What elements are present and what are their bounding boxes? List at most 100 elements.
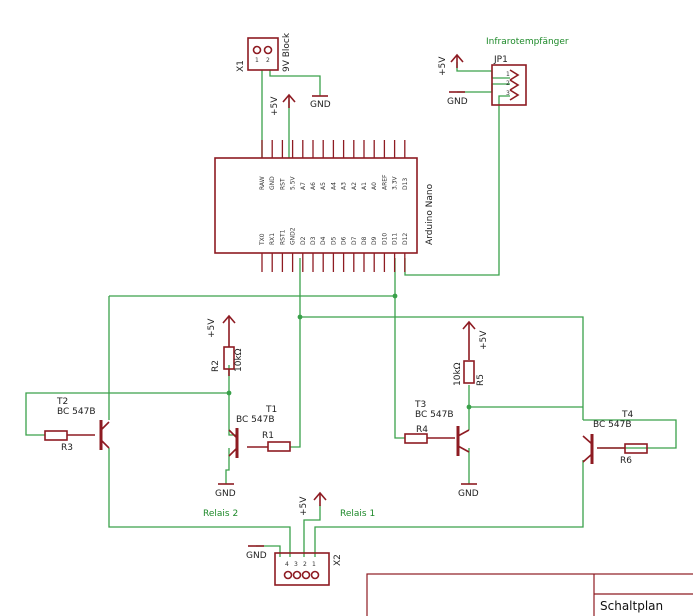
supply-5v-symbol: +5V	[299, 491, 327, 516]
t3-name: T3	[414, 400, 426, 410]
arduino-bottom-pin-label: D2	[300, 236, 307, 245]
arduino-bottom-pin-label: D9	[371, 236, 378, 245]
gnd-symbol: GND	[310, 95, 331, 110]
pin-icon	[252, 45, 262, 55]
x2-pin-4: 4	[285, 561, 289, 568]
jp1-pin-1: 1	[506, 71, 510, 78]
arduino-top-pin-label: 5.5V	[290, 175, 297, 190]
arduino-body	[214, 157, 418, 254]
supply-5v-symbol: +5V	[462, 320, 489, 360]
arduino-bottom-pin-label: D3	[310, 236, 317, 245]
arduino-top-pin-label: D13	[402, 178, 409, 190]
pin-icon	[509, 69, 520, 81]
arduino-top-pin-label: A1	[361, 182, 368, 190]
arduino-bottom-pin-label: D5	[330, 236, 337, 245]
gnd-symbol: GND	[458, 483, 479, 499]
x1-name: X1	[236, 60, 246, 72]
arduino-top-pin-label: GND	[269, 176, 276, 190]
arduino-bottom-pin-label: TX0	[259, 233, 266, 246]
5v-label: +5V	[479, 330, 489, 350]
gnd-label: GND	[246, 551, 267, 561]
pin-icon	[292, 570, 302, 580]
resistor-r3: R3	[44, 430, 95, 453]
x2-name: X2	[333, 554, 343, 566]
arduino-bottom-pin-label: D12	[402, 233, 409, 245]
connector-x1: 1 2 X1 9V Block	[236, 32, 292, 72]
arduino-top-pin-label: A4	[330, 182, 337, 190]
jp1-pin-2: 2	[506, 80, 510, 87]
x2-pin-1: 1	[312, 561, 316, 568]
supply-5v-symbol: +5V	[438, 53, 464, 76]
pin-icon	[301, 570, 311, 580]
gnd-label: GND	[458, 489, 479, 499]
wire-t2-base-loop	[25, 392, 229, 436]
junction-dot	[466, 404, 472, 410]
arduino-top-pin-label: RAW	[259, 176, 266, 190]
arduino-bottom-pin-label: D6	[341, 236, 348, 245]
x1-value: 9V Block	[282, 32, 292, 72]
junction-dot	[392, 293, 398, 299]
x1-pin-2: 2	[266, 57, 270, 64]
r3-name: R3	[61, 443, 73, 453]
arduino-bottom-pin-label: D7	[351, 236, 358, 245]
arduino-bottom-pin-label: D4	[320, 236, 327, 245]
x2-pin-2: 2	[303, 561, 307, 568]
wire-jp1-d12	[404, 95, 510, 276]
resistor-r6: R6	[597, 443, 648, 466]
supply-5v-symbol: +5V	[270, 93, 296, 116]
arduino-top-pin-label: A7	[300, 182, 307, 190]
wire-t1-gnd	[225, 448, 230, 484]
r2-name: R2	[211, 360, 221, 372]
gnd-label: GND	[310, 100, 331, 110]
t3-value: BC 547B	[415, 410, 454, 420]
x1-pin-1: 1	[255, 57, 259, 64]
wires	[25, 62, 677, 557]
jp1-pin-3: 3	[506, 90, 510, 97]
t2-name: T2	[56, 397, 68, 407]
t4-name: T4	[621, 410, 633, 420]
arduino-name: Arduino Nano	[425, 183, 435, 245]
resistor-r4: R4	[404, 425, 455, 444]
jp1-name: JP1	[493, 55, 508, 65]
connector-jp1-body	[491, 64, 527, 106]
wire-r5-t4	[468, 385, 583, 408]
resistor-r1-body	[267, 441, 291, 452]
arduino-top-pin-label: A3	[341, 182, 348, 190]
wire-x1-gnd	[269, 70, 321, 96]
pin-icon	[283, 570, 293, 580]
r1-name: R1	[262, 431, 274, 441]
pin-icon	[263, 45, 273, 55]
wire-t4-loop	[583, 419, 677, 449]
arduino-bottom-pin-label: RST1	[279, 229, 286, 245]
arduino-top-pin-label: AREF	[381, 174, 388, 190]
arduino-bottom-pin-label: D11	[392, 233, 399, 245]
pin-icon	[310, 570, 320, 580]
title-block: Schaltplan	[366, 573, 693, 616]
5v-label: +5V	[270, 96, 280, 116]
jp1-value: Infrarotempfänger	[486, 37, 569, 47]
5v-label: +5V	[299, 496, 309, 516]
transistor-t1: T1 BC 547B	[228, 405, 277, 458]
arduino-top-pin-label: A6	[310, 182, 317, 190]
connector-x1-body	[247, 37, 279, 71]
gnd-label: GND	[215, 489, 236, 499]
t1-value: BC 547B	[236, 415, 275, 425]
r6-name: R6	[620, 456, 632, 466]
x2-pin-3: 3	[294, 561, 298, 568]
resistor-r2: R2 10kΩ	[211, 346, 244, 376]
relais-2-label: Relais 2	[203, 509, 238, 519]
pin-icon	[509, 89, 520, 101]
title-block-text: Schaltplan	[600, 599, 663, 613]
r5-value: 10kΩ	[453, 362, 463, 386]
resistor-r1: R1	[247, 431, 291, 452]
junction-dot	[226, 390, 232, 396]
resistor-r3-body	[44, 430, 68, 441]
transistor-t4: T4 BC 547B	[582, 410, 633, 464]
transistor-t3: T3 BC 547B	[414, 400, 470, 456]
resistor-r5: 10kΩ R5	[453, 360, 486, 386]
